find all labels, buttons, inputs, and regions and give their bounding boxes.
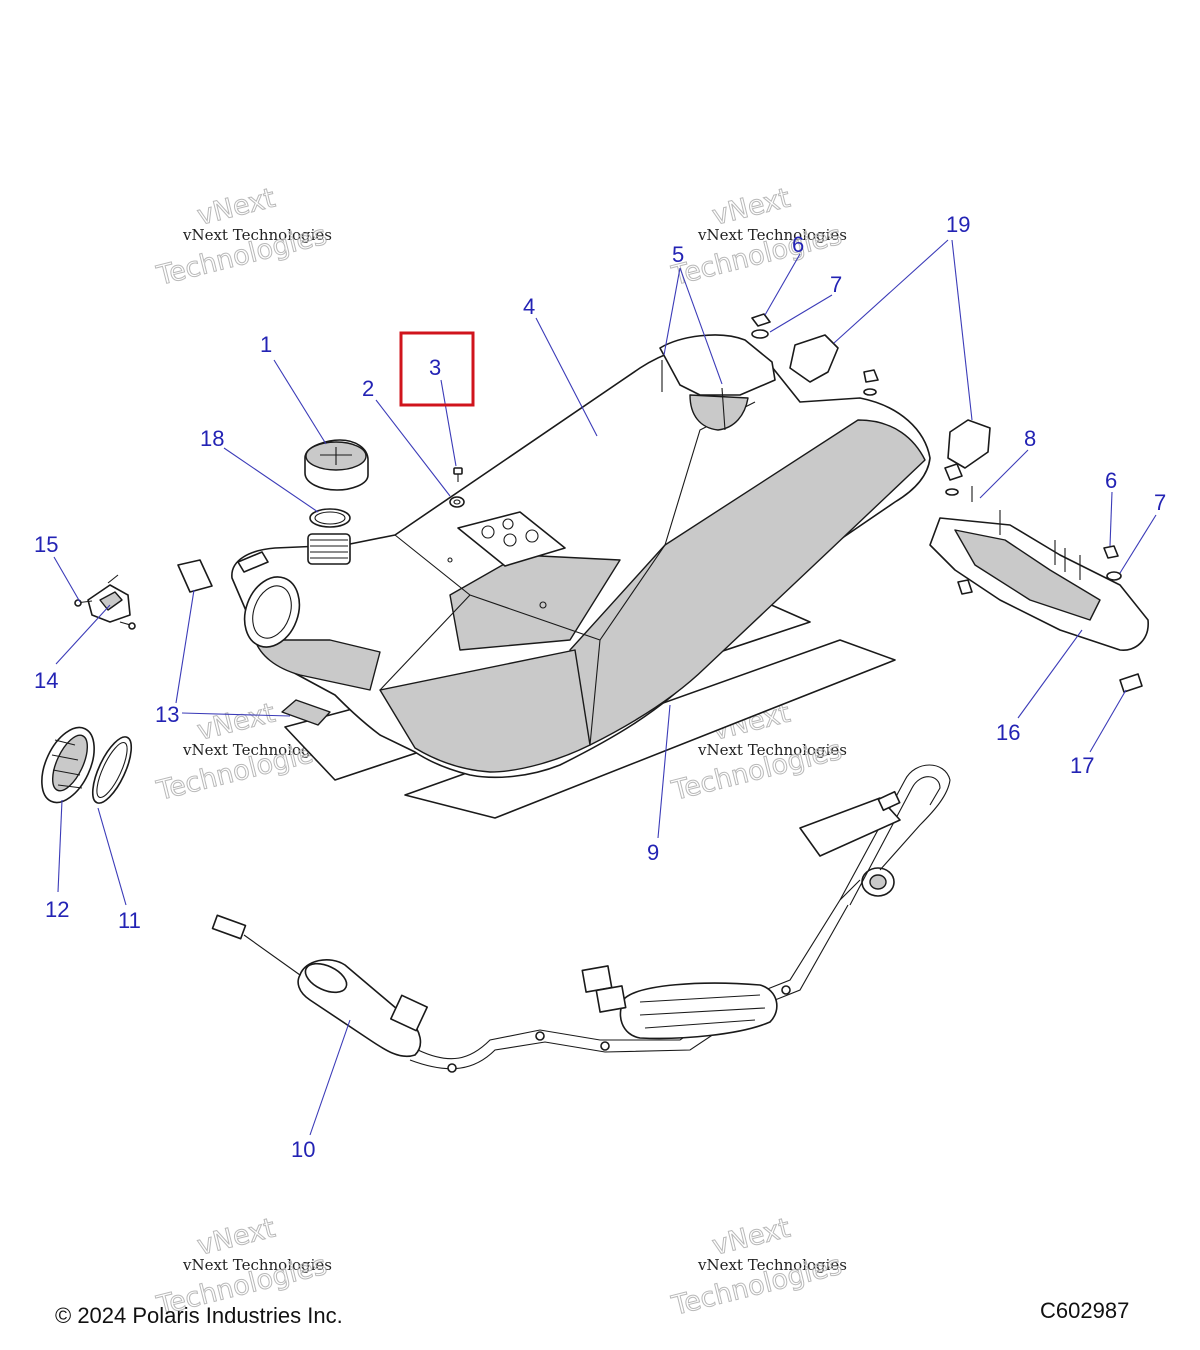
callout-13[interactable]: 13 xyxy=(155,702,179,727)
watermark-top-left: vNext vNext Technologies Technologies xyxy=(153,182,332,292)
leader-7a xyxy=(769,294,833,333)
washer-part-7-upper xyxy=(751,329,769,339)
leader-7b xyxy=(1119,514,1157,574)
svg-text:vNext Technologies: vNext Technologies xyxy=(697,226,847,244)
grommet-part-2 xyxy=(449,496,465,508)
callout-3[interactable]: 3 xyxy=(429,355,441,380)
callout-labels: 1 2 3 4 5 6 7 19 18 8 6 7 15 14 13 16 17… xyxy=(34,212,1166,1162)
leader-9 xyxy=(657,704,671,839)
leader-14 xyxy=(55,604,111,665)
nut-part-6-upper xyxy=(751,313,771,327)
callout-14[interactable]: 14 xyxy=(34,668,58,693)
leader-19a xyxy=(833,239,949,344)
svg-text:vNext: vNext xyxy=(194,698,278,747)
leader-2 xyxy=(375,399,451,497)
callout-10[interactable]: 10 xyxy=(291,1137,315,1162)
leader-6a xyxy=(764,253,801,316)
leader-19b xyxy=(951,239,973,421)
leader-6b xyxy=(1109,491,1113,547)
callout-19[interactable]: 19 xyxy=(946,212,970,237)
pad-part-19-lower xyxy=(947,419,991,469)
copyright-notice: © 2024 Polaris Industries Inc. xyxy=(55,1303,343,1328)
pad-part-13-lower xyxy=(281,699,331,726)
nut-part-6-lower xyxy=(1103,545,1119,559)
callout-2[interactable]: 2 xyxy=(362,376,374,401)
callout-15[interactable]: 15 xyxy=(34,532,58,557)
callout-6-lower[interactable]: 6 xyxy=(1105,468,1117,493)
svg-text:vNext Technologies: vNext Technologies xyxy=(697,741,847,759)
callout-18[interactable]: 18 xyxy=(200,426,224,451)
highlight-box xyxy=(399,331,475,407)
svg-text:vNext Technologies: vNext Technologies xyxy=(182,1256,332,1274)
leader-17 xyxy=(1089,689,1127,753)
leader-8 xyxy=(979,449,1029,499)
leader-18 xyxy=(223,447,319,513)
leader-5a xyxy=(663,267,681,356)
callout-17[interactable]: 17 xyxy=(1070,753,1094,778)
callout-1[interactable]: 1 xyxy=(260,332,272,357)
leader-15 xyxy=(53,556,81,603)
callout-16[interactable]: 16 xyxy=(996,720,1020,745)
callout-9[interactable]: 9 xyxy=(647,840,659,865)
pad-part-13-upper xyxy=(177,559,213,593)
leader-10 xyxy=(309,1019,351,1136)
svg-text:vNext Technologies: vNext Technologies xyxy=(697,1256,847,1274)
bracket-part-14 xyxy=(87,584,131,623)
screw-part-15 xyxy=(74,574,136,630)
figure-code: C602987 xyxy=(1040,1298,1130,1323)
leader-4 xyxy=(535,317,598,437)
fuel-cap-part-1 xyxy=(304,439,369,491)
leader-13b xyxy=(181,712,291,717)
svg-text:vNext: vNext xyxy=(194,183,278,232)
fuel-pump-part-10 xyxy=(211,764,951,1073)
lock-ring-part-12 xyxy=(41,726,95,804)
leader-lines xyxy=(53,239,1157,1136)
stud-part-8 xyxy=(944,463,973,502)
svg-text:vNext: vNext xyxy=(709,183,793,232)
leader-5b xyxy=(679,267,723,385)
svg-text:vNext Technologies: vNext Technologies xyxy=(182,226,332,244)
callout-12[interactable]: 12 xyxy=(45,897,69,922)
callout-4[interactable]: 4 xyxy=(523,294,535,319)
bracket-part-16 xyxy=(929,510,1149,651)
leader-1 xyxy=(273,359,327,445)
callout-8[interactable]: 8 xyxy=(1024,426,1036,451)
svg-text:vNext Technologies: vNext Technologies xyxy=(182,741,332,759)
leader-12 xyxy=(57,799,63,893)
leader-16 xyxy=(1017,629,1083,719)
leader-11 xyxy=(97,807,127,906)
washer-part-7-lower xyxy=(1106,571,1122,581)
seal-part-11 xyxy=(91,736,133,804)
leader-13a xyxy=(175,589,195,704)
svg-text:vNext: vNext xyxy=(194,1213,278,1262)
callout-7-upper[interactable]: 7 xyxy=(830,272,842,297)
callout-5[interactable]: 5 xyxy=(672,242,684,267)
watermark-bottom-right: vNext vNext Technologies Technologies xyxy=(668,1212,847,1322)
pad-part-19-upper xyxy=(789,334,839,383)
leader-3 xyxy=(440,379,457,467)
callout-6-upper[interactable]: 6 xyxy=(792,232,804,257)
svg-text:vNext: vNext xyxy=(709,1213,793,1262)
callout-11[interactable]: 11 xyxy=(118,908,141,933)
screw-part-3 xyxy=(453,467,463,482)
clip-part-17 xyxy=(1119,673,1143,693)
fuel-tank-part-4 xyxy=(231,334,931,779)
callout-7-lower[interactable]: 7 xyxy=(1154,490,1166,515)
nut-right-upper xyxy=(863,369,879,396)
watermark-top-right: vNext vNext Technologies Technologies xyxy=(668,182,847,292)
